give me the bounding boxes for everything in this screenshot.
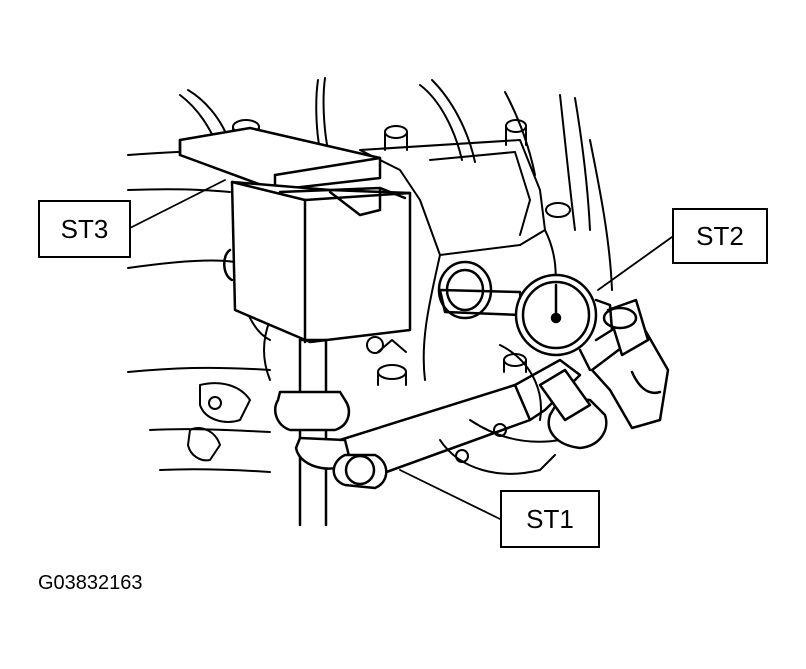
callout-st1-label: ST1	[526, 503, 574, 534]
callout-st2-label: ST2	[696, 220, 744, 251]
callout-st3-label: ST3	[60, 213, 109, 244]
callout-st3: ST3	[38, 200, 131, 258]
st2-dial-gauge	[437, 260, 614, 372]
engine-block	[127, 77, 613, 475]
st1-stand	[274, 298, 670, 527]
callout-st2: ST2	[672, 208, 768, 264]
st3-block	[178, 126, 412, 344]
leader-lines	[129, 179, 673, 520]
callout-st1: ST1	[500, 490, 600, 548]
figure-id: G03832163	[38, 572, 143, 594]
